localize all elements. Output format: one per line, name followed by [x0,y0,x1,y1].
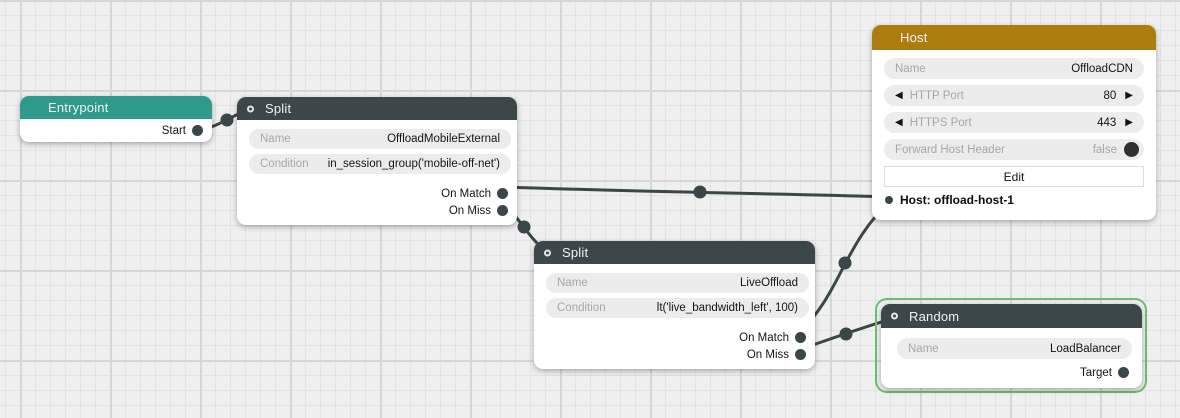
node-title: Host [900,30,928,45]
input-port-icon[interactable] [891,312,898,320]
http-port-stepper[interactable]: ◀ HTTP Port 80 ▶ [884,85,1144,106]
node-split-live-offload[interactable]: Split Name LiveOffload Condition lt('liv… [534,241,815,369]
name-field[interactable]: Name OffloadMobileExternal [249,129,511,149]
output-row-start: Start [32,119,206,142]
output-port-target[interactable] [1118,367,1129,378]
field-label: Forward Host Header [895,143,1005,156]
name-field[interactable]: Name LiveOffload [546,273,809,293]
node-title: Split [265,101,292,116]
edit-button-label: Edit [1003,169,1025,184]
increment-arrow-icon[interactable]: ▶ [1125,116,1133,128]
field-value: OffloadMobileExternal [387,133,500,145]
field-label: Condition [557,302,606,314]
output-port-label: Start [161,124,186,137]
edge-waypoint[interactable] [693,185,707,199]
output-row-on-match: On Match [249,185,511,202]
output-port-start[interactable] [192,125,203,136]
field-label: Name [557,277,588,289]
output-port-on-match[interactable] [497,188,508,199]
output-row-on-match: On Match [546,329,809,346]
decrement-arrow-icon[interactable]: ◀ [895,89,903,101]
output-port-on-match[interactable] [795,332,806,343]
node-host-header[interactable]: Host [872,25,1156,50]
node-title: Entrypoint [48,100,109,115]
node-split-offload-mobile-external[interactable]: Split Name OffloadMobileExternal Conditi… [237,97,517,225]
output-row-on-miss: On Miss [546,346,809,363]
edge-waypoint[interactable] [839,327,853,341]
node-split1-header[interactable]: Split [237,97,517,120]
output-port-label: On Match [739,331,789,344]
field-value: LiveOffload [740,277,798,289]
field-value: in_session_group('mobile-off-net') [327,158,500,170]
field-label: HTTP Port [909,89,964,102]
name-field[interactable]: Name OffloadCDN [884,58,1144,79]
node-title: Random [909,308,960,324]
output-row-on-miss: On Miss [249,202,511,219]
node-random-load-balancer[interactable]: Random Name LoadBalancer Target [881,304,1142,388]
edge-waypoint[interactable] [220,113,234,127]
node-title: Split [562,245,589,260]
host-item-label: Host: offload-host-1 [900,192,1014,207]
output-port-label: On Miss [746,348,789,361]
field-label: Condition [260,158,309,170]
host-input-row[interactable]: Host: offload-host-1 [884,191,1144,208]
output-port-on-miss[interactable] [795,349,806,360]
output-port-label: Target [1080,366,1112,379]
node-random-header[interactable]: Random [881,304,1142,328]
node-entrypoint-header[interactable]: Entrypoint [20,96,212,119]
condition-field[interactable]: Condition lt('live_bandwidth_left', 100) [546,298,809,318]
field-value: false [1092,143,1117,156]
node-host-body: Name OffloadCDN ◀ HTTP Port 80 ▶ ◀ HTTPS… [872,50,1156,208]
input-port-host[interactable] [885,195,893,204]
node-entrypoint-body: Start [20,119,212,142]
output-row-target: Target [897,364,1132,381]
node-split1-body: Name OffloadMobileExternal Condition in_… [237,120,517,225]
node-split2-body: Name LiveOffload Condition lt('live_band… [534,264,815,369]
input-port-icon[interactable] [544,249,551,256]
field-label: HTTPS Port [909,116,972,129]
condition-field[interactable]: Condition in_session_group('mobile-off-n… [249,154,511,174]
node-entrypoint[interactable]: Entrypoint Start [20,96,212,142]
field-value: 80 [1103,89,1117,102]
https-port-stepper[interactable]: ◀ HTTPS Port 443 ▶ [884,112,1144,133]
edge-waypoint[interactable] [517,220,531,234]
node-random-body: Name LoadBalancer Target [881,328,1142,388]
node-host-offload-cdn[interactable]: Host Name OffloadCDN ◀ HTTP Port 80 ▶ ◀ … [872,25,1156,220]
output-port-on-miss[interactable] [497,205,508,216]
forward-host-header-toggle[interactable]: Forward Host Header false [884,139,1144,160]
field-label: Name [260,133,291,145]
name-field[interactable]: Name LoadBalancer [897,338,1132,359]
input-port-icon[interactable] [247,105,254,112]
decrement-arrow-icon[interactable]: ◀ [895,116,903,128]
field-value: lt('live_bandwidth_left', 100) [656,302,798,314]
field-label: Name [908,342,939,355]
increment-arrow-icon[interactable]: ▶ [1125,89,1133,101]
output-port-label: On Match [441,187,491,200]
field-value: 443 [1097,116,1117,129]
edge-waypoint[interactable] [838,256,852,270]
field-value: LoadBalancer [1050,342,1121,355]
node-split2-header[interactable]: Split [534,241,815,264]
toggle-knob[interactable] [1124,142,1139,157]
output-port-label: On Miss [448,204,491,217]
selection-outline [875,298,1147,393]
edit-button[interactable]: Edit [884,166,1144,187]
field-label: Name [895,62,926,75]
field-value: OffloadCDN [1071,62,1133,75]
